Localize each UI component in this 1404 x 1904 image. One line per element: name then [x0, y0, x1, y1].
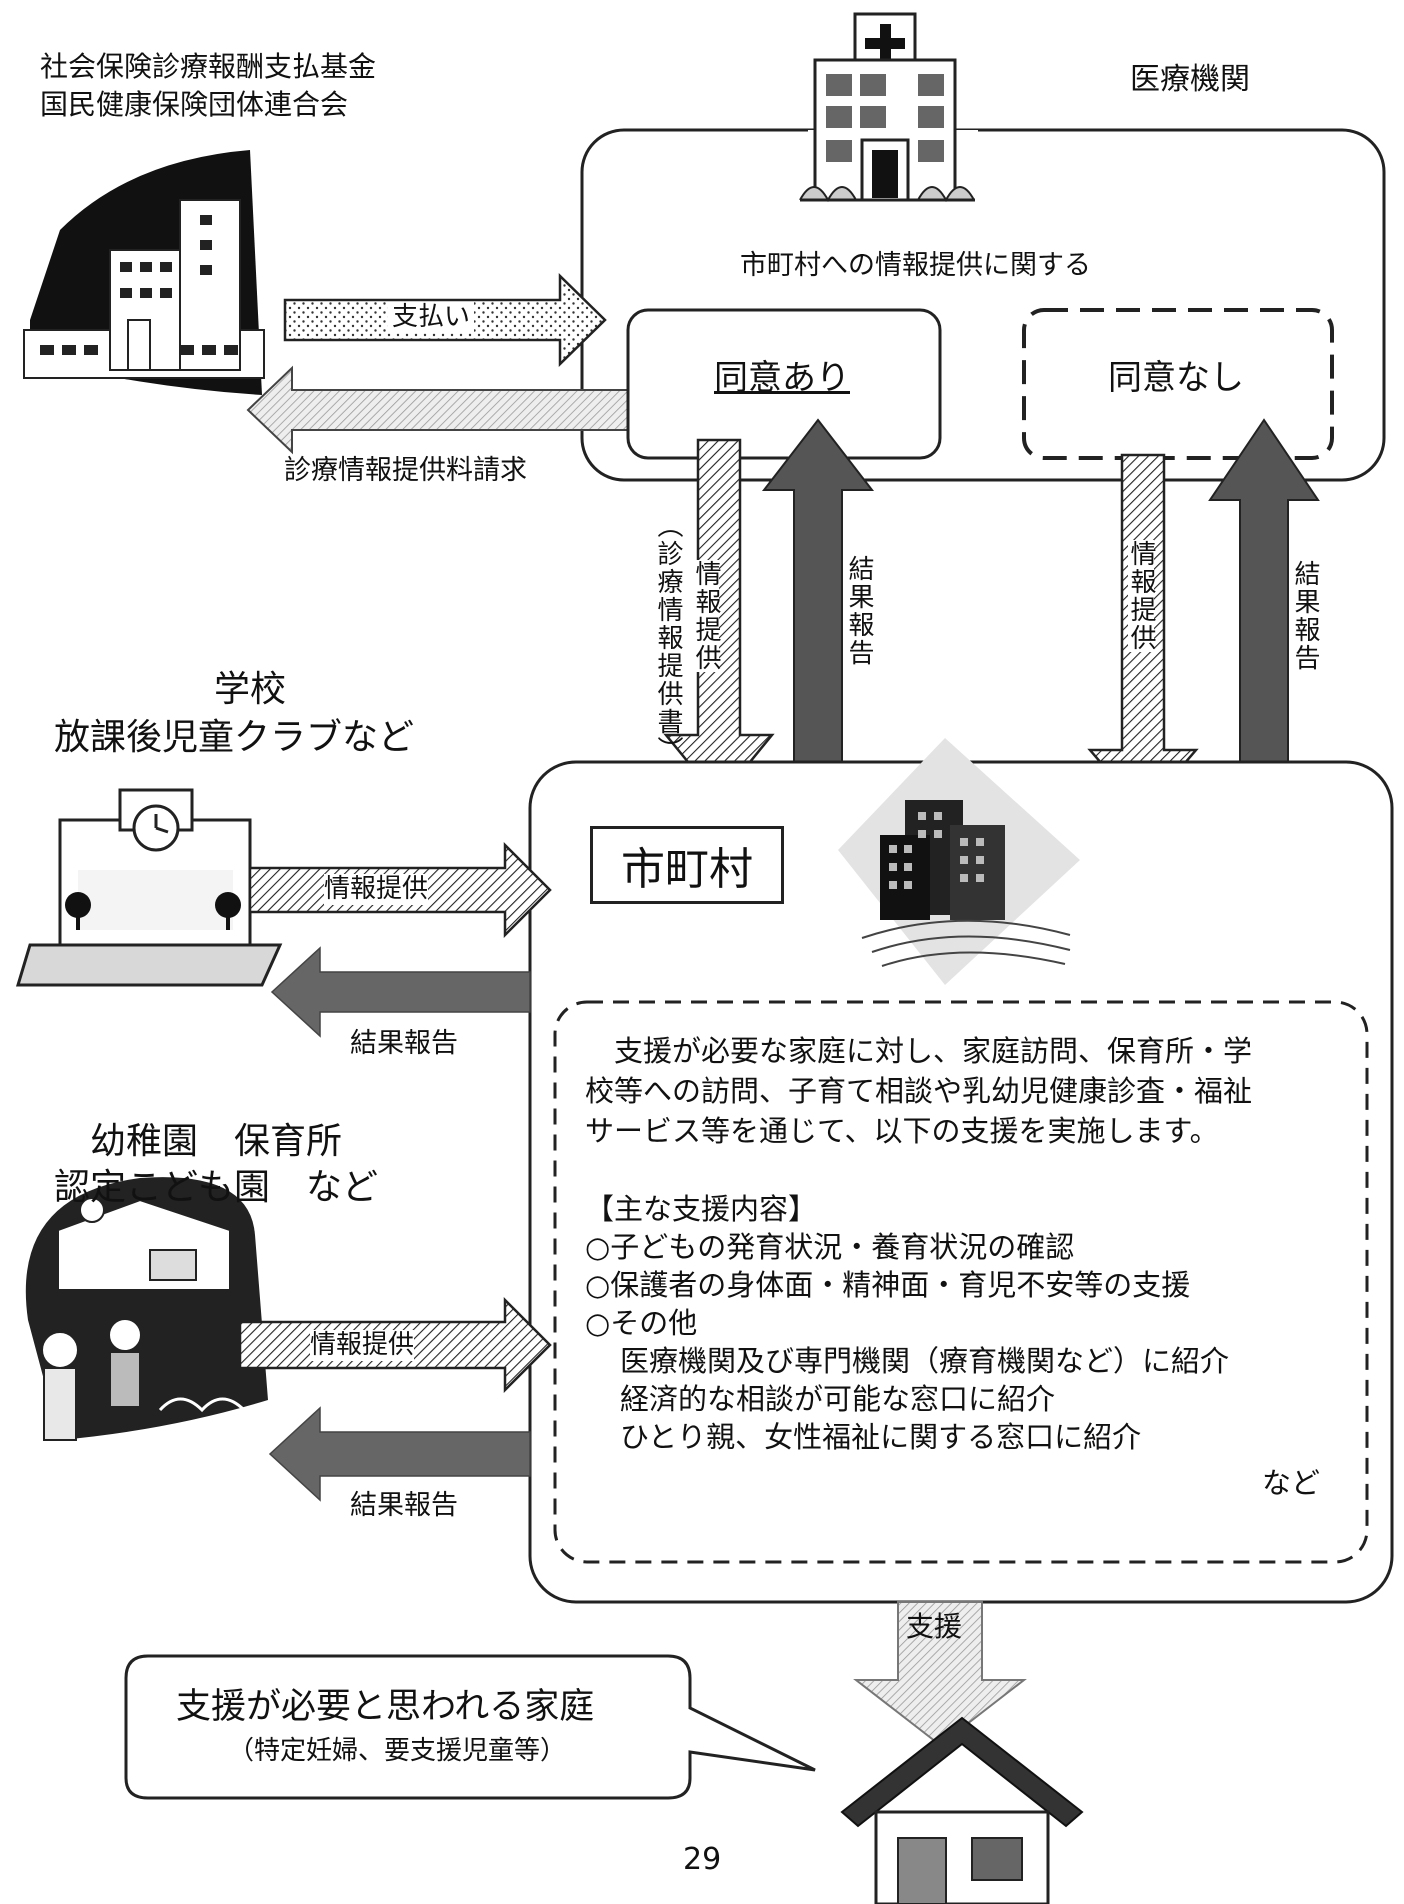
result-up-arrow-2 — [1208, 418, 1320, 781]
city-buildings-icon — [838, 738, 1080, 985]
support-sub-item-1: 医療機関及び専門機関（療育機関など）に紹介 — [620, 1344, 1230, 1378]
org-name-line2: 国民健康保険団体連合会 — [40, 88, 349, 121]
consent-yes-box — [626, 308, 942, 460]
medical-header: 市町村への情報提供に関する — [740, 250, 1091, 281]
school-subtitle: 放課後児童クラブなど — [54, 717, 415, 758]
support-detail-box — [553, 1000, 1369, 1564]
org-building-icon — [23, 150, 265, 395]
kinder-title: 幼稚園 保育所 — [90, 1121, 343, 1162]
support-etc: など — [1262, 1466, 1321, 1500]
municipality-title: 市町村 — [621, 844, 753, 895]
info-provide-vertical-label-2: 情報提供 — [1126, 540, 1156, 652]
result-report-vertical-label-2: 結果報告 — [1290, 560, 1320, 672]
claim-label: 診療情報提供料請求 — [284, 455, 527, 486]
family-title: 支援が必要と思われる家庭 — [176, 1687, 595, 1727]
kinder-info-label: 情報提供 — [310, 1330, 415, 1362]
kinder-subtitle: 認定こども園 など — [54, 1167, 379, 1208]
support-sub-item-3: ひとり親、女性福祉に関する窓口に紹介 — [620, 1420, 1142, 1454]
org-name-line1: 社会保険診療報酬支払基金 — [40, 50, 377, 83]
result-up-arrow-1 — [761, 418, 875, 781]
support-item-2: ○保護者の身体面・精神面・育児不安等の支援 — [585, 1268, 1191, 1302]
support-heading: 【主な支援内容】 — [585, 1192, 818, 1226]
support-sub-item-2: 経済的な相談が可能な窓口に紹介 — [620, 1382, 1056, 1416]
kinder-result-label: 結果報告 — [350, 1490, 458, 1521]
house-icon — [840, 1716, 1084, 1904]
hospital-icon — [799, 12, 978, 203]
family-bubble — [124, 1654, 816, 1800]
school-info-label: 情報提供 — [324, 874, 429, 906]
support-item-3: ○その他 — [585, 1306, 698, 1340]
medical-title: 医療機関 — [1130, 62, 1250, 97]
page-number: 29 — [683, 1842, 722, 1877]
school-title: 学校 — [214, 669, 287, 710]
support-intro-line1: 支援が必要な家庭に対し、家庭訪問、保育所・学 — [585, 1034, 1253, 1068]
school-icon — [15, 788, 283, 987]
info-provide-vertical-label: 情報提供 — [691, 560, 721, 672]
info-provide-doc-vertical-label: （診療情報提供書） — [653, 512, 683, 764]
consent-no-box — [1022, 308, 1334, 460]
family-subtitle: （特定妊婦、要支援児童等） — [228, 1736, 567, 1766]
kinder-result-arrow — [268, 1406, 531, 1502]
consent-yes-label: 同意あり — [714, 358, 850, 398]
support-intro-line3: サービス等を通じて、以下の支援を実施します。 — [585, 1114, 1219, 1148]
kindergarten-icon — [25, 1177, 269, 1441]
result-report-vertical-label-1: 結果報告 — [844, 555, 874, 667]
school-result-arrow — [270, 946, 531, 1038]
claim-arrow — [246, 365, 641, 455]
support-arrow-label: 支援 — [906, 1610, 963, 1643]
support-item-1: ○子どもの発育状況・養育状況の確認 — [585, 1230, 1075, 1264]
support-intro-line2: 校等への訪問、子育て相談や乳幼児健康診査・福祉 — [585, 1074, 1253, 1108]
payment-label: 支払い — [388, 302, 475, 334]
school-result-label: 結果報告 — [350, 1028, 458, 1059]
municipality-title-box: 市町村 — [590, 826, 784, 904]
consent-no-label: 同意なし — [1108, 358, 1244, 398]
support-arrow — [853, 1601, 1027, 1747]
